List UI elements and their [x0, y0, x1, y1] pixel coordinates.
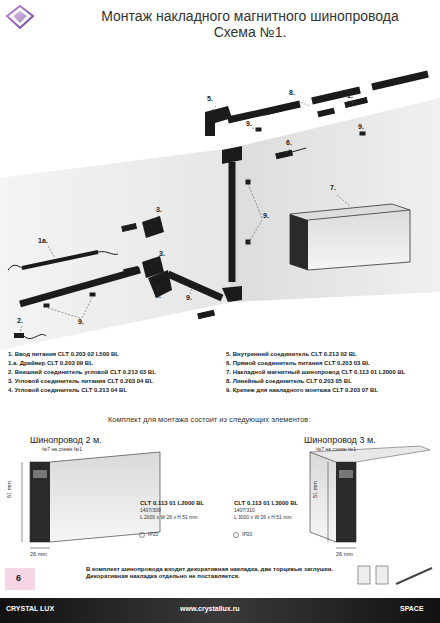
callout-number: 7. — [330, 184, 336, 192]
parts-list-item: 7. Накладной магнитный шинопровод CLT 0.… — [226, 369, 405, 376]
parts-list-item: 5. Внутренний соединитель CLT 0.213 02 B… — [226, 351, 357, 358]
callout-number: 3. — [159, 250, 165, 258]
protection-rating: IP20 — [242, 532, 252, 538]
parts-list-item: 8. Линейный соединитель CLT 0.203 05 BL — [226, 378, 352, 385]
parts-list-item: 4. Угловой соединитель CLT 0.213 04 BL — [8, 387, 127, 394]
track-system — [8, 74, 428, 339]
cover-and-caps — [358, 566, 432, 584]
parts-list-item: 9. Крепеж для накладного монтажа CLT 0.2… — [226, 387, 378, 394]
callout-number: 9. — [186, 294, 192, 302]
callout-number: 1а. — [38, 237, 48, 245]
dimensions-text: L 3000 x W 26 x H 51 mm — [234, 515, 292, 521]
footer-bar — [0, 598, 440, 623]
profile-3m — [234, 446, 431, 548]
page-title: Монтаж накладного магнитного шинопровода… — [90, 8, 410, 40]
product-name: Шинопровод 2 м. — [30, 435, 102, 445]
parts-list-item: 1.а. Драйвер CLT 0.203 09 BL — [8, 360, 93, 367]
scheme-reference: №7 на схеме №1 — [42, 447, 82, 453]
website: www.crystallux.ru — [180, 605, 240, 613]
callout-number: 9. — [263, 212, 269, 220]
callout-number: 6. — [286, 139, 292, 147]
kit-heading: Комплект для монтажа состоит из следующи… — [108, 416, 310, 425]
parts-list-item: 3. Угловой соединитель питания CLT 0.203… — [8, 378, 153, 385]
callout-number: 3. — [156, 206, 162, 214]
dimension: 26 mm — [336, 551, 353, 557]
kit-note: В комплект шинопровода входит декоративн… — [86, 566, 348, 580]
parts-list-item: 1. Ввод питания CLT 0.203 02 L500 BL — [8, 351, 119, 358]
callout-number: 9. — [246, 120, 252, 128]
callout-number: 9. — [78, 318, 84, 326]
right-wall — [232, 98, 440, 302]
profile-2m — [22, 452, 160, 548]
article-number: 1407/309 — [140, 508, 161, 514]
series-name: SPACE — [400, 605, 424, 613]
left-wall — [0, 148, 232, 350]
product-code: CLT 0.113 01 L3000 BL — [234, 500, 298, 507]
product-code: CLT 0.113 01 L2000 BL — [140, 500, 204, 507]
callout-number: 4. — [155, 292, 161, 300]
callout-number: 8. — [289, 89, 295, 97]
dimension: 26 mm — [30, 551, 47, 557]
dimension: 51 mm — [6, 481, 12, 498]
article-number: 1407/310 — [234, 508, 255, 514]
brand-logo — [7, 6, 33, 28]
parts-list-item: 6. Прямой соединитель питания CLT 0.203 … — [226, 360, 370, 367]
scheme-reference: №7 на схеме №1 — [316, 447, 356, 453]
connector-parts — [44, 98, 367, 319]
page-number: 6 — [16, 573, 21, 583]
dimension: 51 mm — [312, 481, 318, 498]
callout-number: 5. — [207, 95, 213, 103]
protection-rating: IP20 — [148, 532, 158, 538]
parts-list-item: 2. Внешний соединитель угловой CLT 0.213… — [8, 369, 156, 376]
page-number-box — [5, 568, 35, 590]
callout-number: 2. — [17, 317, 23, 325]
dimensions-text: L 2000 x W 26 x H 51 mm — [140, 515, 198, 521]
callout-number: 9. — [358, 123, 364, 131]
brand-name: CRYSTAL LUX — [6, 605, 54, 613]
leader-lines — [20, 101, 362, 332]
product-name: Шинопровод 3 м. — [304, 435, 376, 445]
callout-number: 1. — [347, 92, 353, 100]
